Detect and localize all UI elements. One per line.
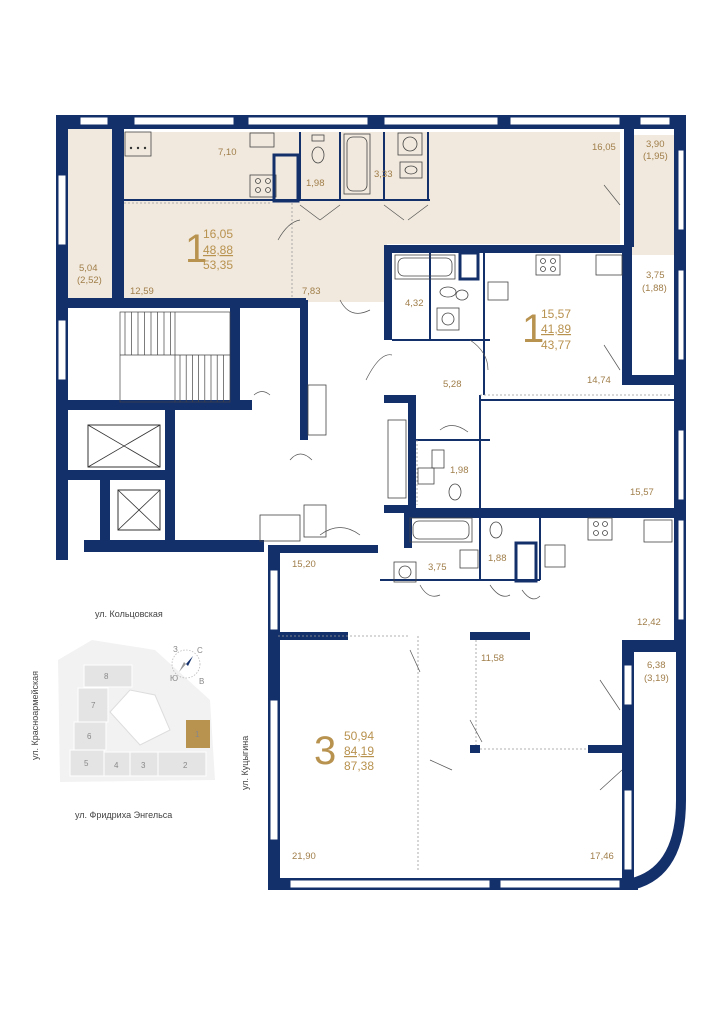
building-8 (83, 664, 133, 688)
room-label: 1,98 (450, 465, 469, 476)
room-label: (3,19) (644, 673, 669, 684)
building-2 (157, 751, 207, 777)
compass-label: В (199, 677, 204, 686)
room-label: 12,59 (130, 286, 154, 297)
building-number: 3 (141, 761, 146, 770)
room-label: 7,83 (302, 286, 321, 297)
room-label: 12,42 (637, 617, 661, 628)
room-label: 1,98 (306, 178, 325, 189)
room-label: 11,58 (481, 653, 504, 664)
apartment-1-info: 1 16,05 48,88 53,35 (185, 227, 233, 272)
room-label: (1,88) (642, 283, 667, 294)
building-number: 1 (195, 730, 200, 739)
building-3 (129, 751, 159, 777)
zone-lines (124, 202, 670, 870)
building-1-current (186, 720, 210, 748)
room-label: 3,75 (428, 562, 447, 573)
apartment-1-highlight[interactable] (62, 128, 676, 302)
room-label: 5,04 (79, 263, 98, 274)
building-6 (73, 721, 107, 751)
room-label: 16,05 (592, 142, 616, 153)
compass-label: З (173, 645, 178, 654)
building-number: 5 (84, 759, 89, 768)
apt2-rooms: 1 (522, 307, 544, 351)
street-north: ул. Кольцовская (95, 609, 163, 619)
apartment-2-info: 1 15,57 41,89 43,77 (522, 307, 571, 352)
street-west: ул. Красноармейская (30, 671, 40, 760)
room-label: 4,32 (405, 298, 424, 309)
room-label: 7,10 (218, 147, 237, 158)
street-south: ул. Фридриха Энгельса (75, 810, 172, 820)
room-label: 1,88 (488, 553, 507, 564)
apt3-rooms: 3 (314, 729, 336, 773)
room-label: 5,28 (443, 379, 462, 390)
room-label: 3,33 (374, 169, 393, 180)
street-east: ул. Куцыгина (240, 736, 250, 790)
room-label: (2,52) (77, 275, 102, 286)
room-labels: 7,10 1,98 3,33 16,05 3,90 (1,95) 5,04 (2… (77, 139, 669, 862)
doors (253, 184, 623, 791)
apt1-total-balcony: 53,35 (203, 258, 233, 272)
fixtures (124, 131, 673, 583)
room-label: 17,46 (590, 851, 614, 862)
room-label: 14,74 (587, 375, 611, 386)
building-number: 8 (104, 672, 109, 681)
building-number: 7 (91, 701, 96, 710)
room-label: 3,75 (646, 270, 665, 281)
room-label: 21,90 (292, 851, 316, 862)
apt3-total-balcony: 87,38 (344, 759, 374, 773)
compass-label: Ю (170, 674, 178, 683)
apt2-total: 41,89 (541, 322, 571, 336)
room-label: 6,38 (647, 660, 666, 671)
room-label: 15,57 (630, 487, 654, 498)
partitions (124, 132, 674, 581)
room-label: (1,95) (643, 151, 668, 162)
elevators (87, 424, 161, 531)
windows (57, 116, 685, 889)
staircase (119, 311, 231, 403)
building-5 (69, 749, 105, 777)
compass-icon: С В Ю З (170, 645, 204, 686)
apt3-living: 50,94 (344, 729, 374, 743)
building-number: 6 (87, 732, 92, 741)
apt1-rooms: 1 (185, 227, 207, 271)
room-label: 3,90 (646, 139, 665, 150)
apt2-total-balcony: 43,77 (541, 338, 571, 352)
compass-label: С (197, 646, 203, 655)
apt1-living: 16,05 (203, 227, 233, 241)
site-map: ул. Кольцовская ул. Красноармейская ул. … (30, 609, 250, 820)
apt3-total: 84,19 (344, 744, 374, 758)
building-number: 4 (114, 761, 119, 770)
apt2-living: 15,57 (541, 307, 571, 321)
apartment-3-info: 3 50,94 84,19 87,38 (314, 729, 374, 773)
building-number: 2 (183, 761, 188, 770)
apt1-total: 48,88 (203, 243, 233, 257)
room-label: 15,20 (292, 559, 316, 570)
